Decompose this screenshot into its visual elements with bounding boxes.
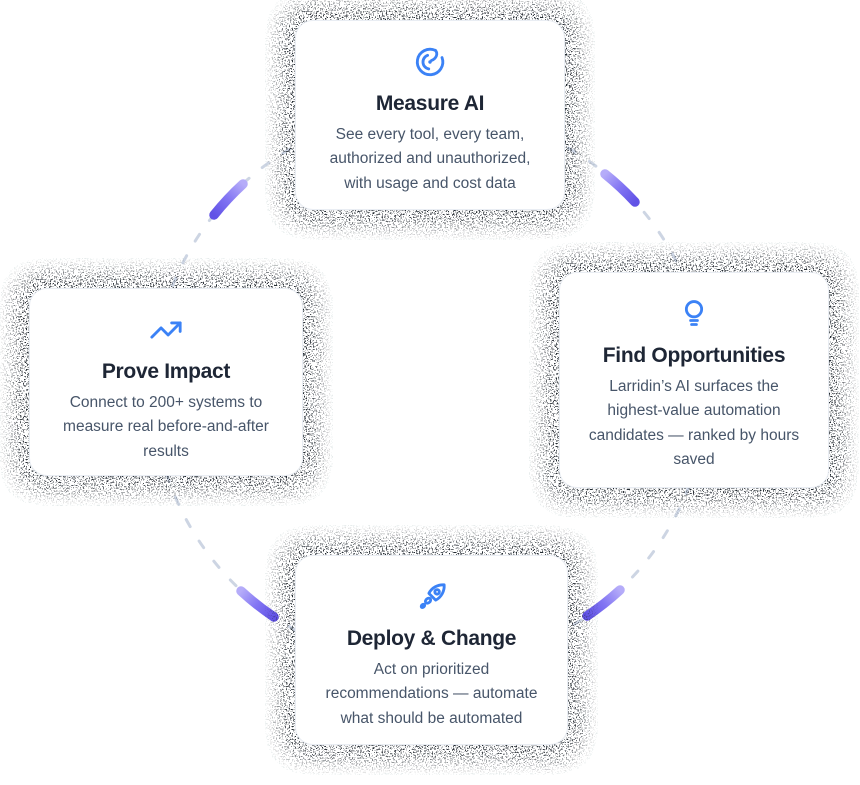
arrow-segment-top-left [209,179,248,220]
card-title: Find Opportunities [602,344,786,367]
arrow-segment-bottom-right [582,585,625,621]
arrow-segment-bottom-left [236,586,279,622]
gauge-radar-icon [415,47,445,77]
card-title: Deploy & Change [346,627,517,650]
card-description: See every tool, every team, authorized a… [329,126,531,192]
trending-up-icon [150,321,182,339]
card-prove-impact: Prove Impact Connect to 200+ systems to … [21,280,311,484]
arrow-segment-top-right [600,169,640,207]
card-description: Act on prioritized recommendations — aut… [325,661,538,727]
card-title: Prove Impact [101,360,231,383]
card-description: Larridin’s AI surfaces the highest-value… [588,378,800,469]
card-deploy-change: Deploy & Change Act on prioritized recom… [287,547,576,753]
card-measure-ai: Measure AI See every tool, every team, a… [287,12,573,218]
lightbulb-icon [684,300,704,326]
rocket-icon [419,583,446,609]
card-find-opportunities: Find Opportunities Larridin’s AI surface… [551,264,837,496]
card-description: Connect to 200+ systems to measure real … [63,394,269,460]
card-title: Measure AI [375,92,485,115]
